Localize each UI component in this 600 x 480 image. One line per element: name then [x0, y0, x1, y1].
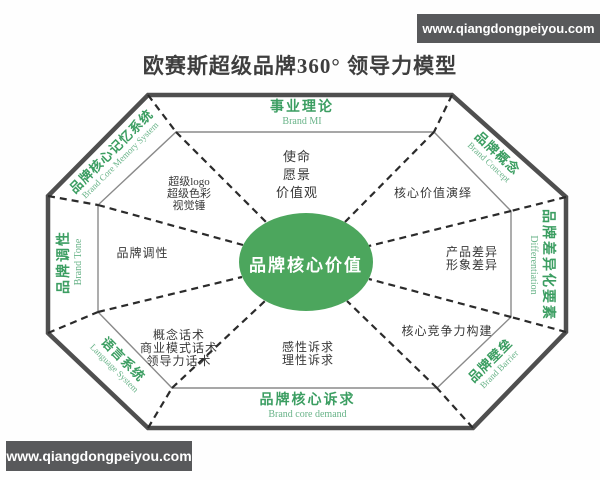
band-label-differentiation: 品牌差异化要素 Differentiation	[522, 200, 556, 330]
sector-line: 超级色彩	[167, 188, 211, 200]
sector-line: 愿景	[282, 167, 311, 182]
band-label-brand-tone: 品牌调性 Brand Tone	[56, 202, 90, 322]
sector-brand-tonality: 品牌调性	[95, 247, 190, 260]
sector-line: 理性诉求	[281, 353, 334, 367]
sector-super-logo-color-visual-hammer: 超级logo 超级色彩 视觉锤	[139, 176, 239, 212]
band-zh-label: 事业理论	[270, 100, 334, 115]
band-zh-label: 品牌调性	[57, 230, 72, 294]
center-ellipse	[239, 213, 373, 311]
sector-line: 商业模式话术	[139, 341, 218, 355]
sector-line: 产品差异	[445, 245, 498, 259]
sector-line: 视觉锤	[172, 200, 206, 212]
page-title: 欧赛斯超级品牌360° 领导力模型	[142, 54, 458, 78]
band-zh-label: 品牌差异化要素	[540, 209, 555, 321]
sector-line: 感性诉求	[281, 340, 334, 354]
sector-core-value-interpretation: 核心价值演绎	[373, 187, 493, 200]
dashed-radial-lines	[97, 131, 512, 389]
sector-emotional-rational-appeal: 感性诉求 理性诉求	[263, 341, 353, 367]
sector-line: 领导力话术	[146, 354, 212, 368]
sector-line: 核心价值演绎	[393, 186, 472, 200]
sector-scripts: 概念话术 商业模式话术 领导力话术	[118, 329, 240, 368]
sector-line: 核心竞争力构建	[401, 324, 493, 338]
sector-mission-vision-values: 使命 愿景 价值观	[252, 148, 342, 202]
band-en-label: Brand MI	[282, 116, 322, 127]
band-label-business-theory: 事业理论 Brand MI	[232, 99, 372, 133]
band-en-label: Brand Tone	[73, 238, 84, 286]
sector-product-image-difference: 产品差异 形象差异	[427, 246, 517, 272]
sector-line: 形象差异	[445, 258, 498, 272]
dashed-corner-connectors	[47, 94, 567, 429]
band-label-brand-core-demand: 品牌核心诉求 Brand core demand	[237, 392, 378, 426]
band-en-label: Brand core demand	[268, 409, 347, 420]
watermark-top-right: www.qiangdongpeiyou.com	[417, 14, 600, 43]
sector-line: 品牌调性	[116, 246, 169, 260]
center-brand-core-value-label: 品牌核心价值	[249, 256, 363, 275]
sector-line: 超级logo	[168, 176, 210, 188]
band-en-label: Differentiation	[528, 235, 539, 295]
sector-core-competitiveness: 核心竞争力构建	[387, 325, 507, 338]
sector-line: 价值观	[275, 185, 318, 200]
band-zh-label: 品牌核心诉求	[259, 393, 356, 408]
sector-line: 使命	[282, 149, 311, 164]
sector-line: 概念话术	[152, 328, 205, 342]
watermark-bottom-left: www.qiangdongpeiyou.com	[6, 441, 192, 471]
